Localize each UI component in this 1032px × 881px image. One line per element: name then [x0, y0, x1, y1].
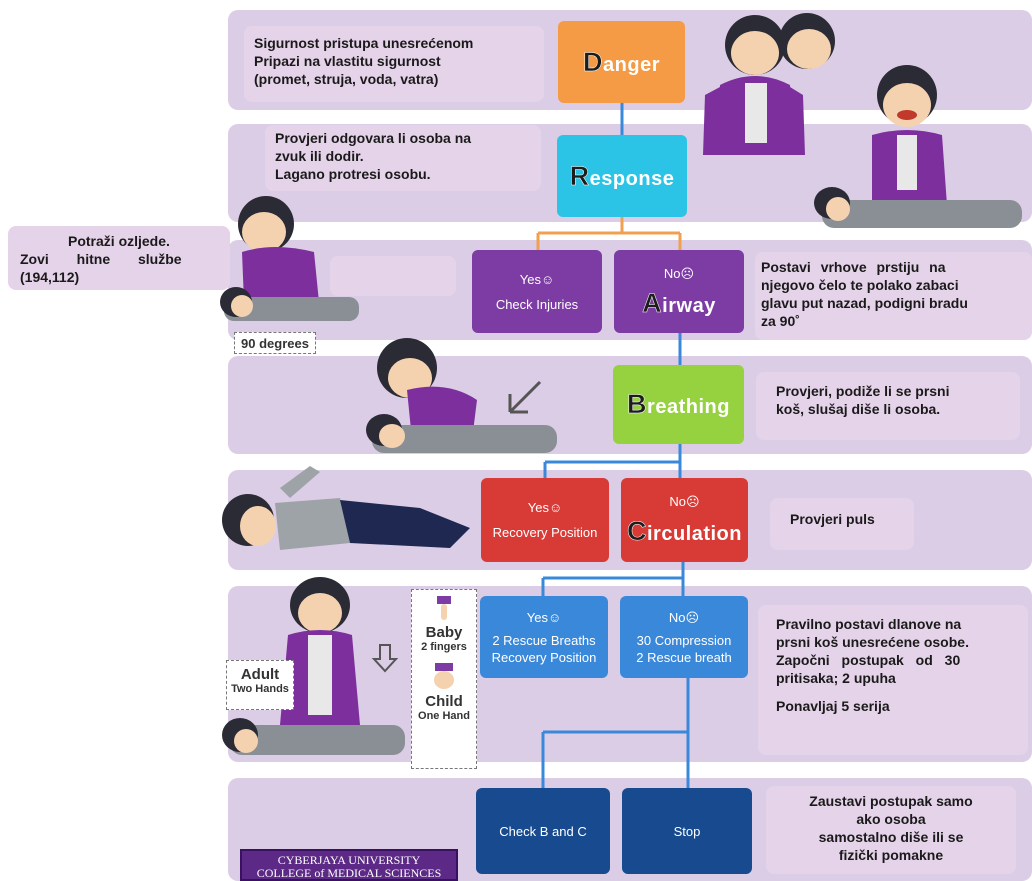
note-compression-line-2: prsni koš unesrećene osobe. [776, 634, 969, 650]
note-breathing-line-2: koš, slušaj diše li osoba. [776, 401, 941, 417]
note-compression-repeat: Ponavljaj 5 serija [776, 698, 890, 714]
yes-recovery-line-2: Recovery Position [492, 525, 598, 540]
airway-initial: A [642, 287, 663, 318]
response-rest: esponse [589, 167, 675, 190]
note-airway: Postavi vrhove prstiju na njegovo čelo t… [755, 252, 1032, 340]
baby-tag-title: Baby [425, 624, 463, 641]
listen-arrow-icon [508, 380, 542, 414]
yes-rescue-box: Yes☺ 2 Rescue Breaths Recovery Position [480, 596, 608, 678]
check-bc-box: Check B and C [476, 788, 610, 874]
adult-tag-title: Adult [240, 666, 280, 683]
degrees-tag-label: 90 degrees [241, 336, 309, 351]
note-stop-line-1: Zaustavi postupak samo [809, 793, 973, 809]
note-circulation: Provjeri puls [770, 498, 914, 550]
rescuer-listening-illustration [366, 338, 557, 453]
note-danger-line-1: Sigurnost pristupa unesrećenom [254, 35, 474, 51]
rescuer-looking-illustration [703, 13, 835, 155]
child-tag-sub: One Hand [418, 710, 470, 722]
note-airway-line-2: njegovo čelo te polako zabaci [761, 277, 959, 293]
circulation-box: No☹ Circulation [621, 478, 748, 562]
note-injuries-line-1: Potraži ozljede. [68, 233, 170, 249]
note-injuries-line-3: (194,112) [20, 269, 80, 285]
check-bc-label: Check B and C [499, 823, 587, 839]
stop-label: Stop [673, 823, 701, 839]
note-danger: Sigurnost pristupa unesrećenom Pripazi n… [244, 26, 544, 102]
adult-tag-sub: Two Hands [231, 683, 289, 695]
yes-check-injuries-line-2: Check Injuries [495, 296, 579, 312]
baby-hand-icon [437, 596, 451, 620]
stop-box: Stop [622, 788, 752, 874]
logo-line-1: CYBERJAYA UNIVERSITY [277, 853, 421, 867]
recovery-position-illustration [222, 466, 470, 550]
yes-rescue-line-1: Yes☺ [526, 609, 562, 625]
baby-tag-sub: 2 fingers [421, 641, 467, 653]
circulation-initial: C [626, 516, 647, 547]
child-tag-title: Child [425, 693, 463, 710]
note-response-line-1: Provjeri odgovara li osoba na [275, 130, 472, 146]
note-response-line-3: Lagano protresi osobu. [275, 166, 431, 182]
response-box: Response [557, 135, 687, 217]
note-danger-line-2: Pripazi na vlastitu sigurnost [254, 53, 441, 69]
breathing-rest: reathing [647, 396, 730, 418]
no-compression-line-1: No☹ [668, 609, 700, 625]
note-compression-line-4: pritisaka; 2 upuha [776, 670, 896, 686]
response-initial: R [569, 160, 590, 191]
note-compression-line-3: Započni postupak od 30 [776, 652, 961, 668]
note-injuries: Potraži ozljede. Zovi hitne službe (194,… [8, 226, 230, 290]
logo-line-2: COLLEGE of MEDICAL SCIENCES [256, 866, 442, 880]
danger-rest: anger [603, 53, 660, 76]
note-airway-line-4: za 90˚ [761, 313, 800, 329]
baby-child-tag: Baby 2 fingers Child One Hand [411, 589, 477, 769]
no-compression-line-2: 30 Compression [636, 632, 732, 648]
note-response-line-2: zvuk ili dodir. [275, 148, 364, 164]
circulation-no-label: No☹ [669, 494, 700, 509]
breathing-box: Breathing [613, 365, 744, 444]
note-compression-line-1: Pravilno postavi dlanove na [776, 616, 962, 632]
note-compression: Pravilno postavi dlanove na prsni koš un… [758, 605, 1028, 755]
yes-rescue-line-3: Recovery Position [491, 649, 597, 665]
note-airway-line-1: Postavi vrhove prstiju na [761, 259, 946, 275]
note-stop-line-4: fizički pomakne [838, 847, 944, 863]
airway-box: No☹ Airway [614, 250, 744, 333]
breathing-initial: B [627, 389, 648, 420]
yes-recovery-line-1: Yes☺ [527, 500, 563, 515]
note-response: Provjeri odgovara li osoba na zvuk ili d… [265, 125, 541, 191]
danger-initial: D [583, 46, 604, 77]
note-danger-line-3: (promet, struja, voda, vatra) [254, 71, 439, 87]
airway-no-label: No☹ [663, 265, 695, 281]
circulation-rest: irculation [646, 523, 742, 545]
airway-rest: irway [662, 294, 716, 317]
rescuer-checking-illustration [220, 196, 359, 321]
child-hand-icon [434, 663, 454, 689]
note-stop-line-3: samostalno diše ili se [818, 829, 964, 845]
yes-check-injuries-box: Yes☺ Check Injuries [472, 250, 602, 333]
no-compression-box: No☹ 30 Compression 2 Rescue breath [620, 596, 748, 678]
yes-check-injuries-line-1: Yes☺ [519, 271, 555, 287]
note-breathing-line-1: Provjeri, podiže li se prsni [776, 383, 950, 399]
note-breathing: Provjeri, podiže li se prsni koš, slušaj… [756, 372, 1020, 440]
adult-tag: Adult Two Hands [226, 660, 294, 710]
note-circulation-line-1: Provjeri puls [790, 511, 875, 527]
rescuer-shaking-illustration [814, 65, 1022, 228]
yes-recovery-box: Yes☺ Recovery Position [481, 478, 609, 562]
note-airway-line-3: glavu put nazad, podigni bradu [761, 295, 968, 311]
degrees-tag: 90 degrees [234, 332, 316, 354]
note-stop-line-2: ako osoba [856, 811, 926, 827]
note-stop: Zaustavi postupak samo ako osoba samosta… [766, 786, 1016, 874]
cpr-illustration [222, 577, 405, 755]
yes-rescue-line-2: 2 Rescue Breaths [492, 632, 596, 648]
no-compression-line-3: 2 Rescue breath [636, 649, 732, 665]
note-injuries-line-2: Zovi hitne službe [20, 251, 182, 267]
note-injuries-blank [330, 256, 456, 296]
danger-box: Danger [558, 21, 685, 103]
university-logo: CYBERJAYA UNIVERSITY COLLEGE of MEDICAL … [240, 849, 458, 881]
